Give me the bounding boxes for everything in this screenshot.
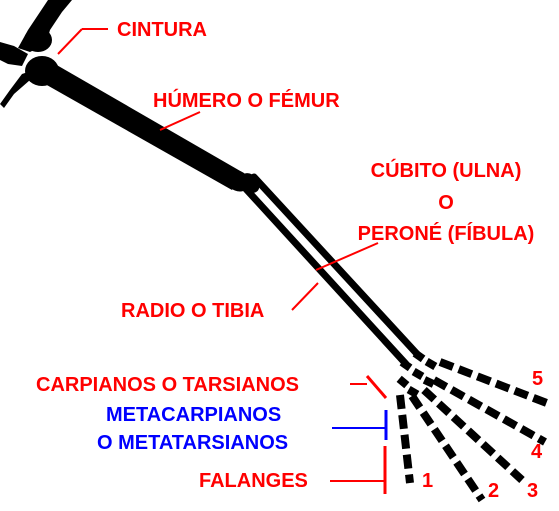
label-cintura: CINTURA	[117, 19, 207, 41]
digit-3-bones	[421, 387, 525, 483]
radius-bone	[242, 185, 410, 368]
label-metacarpianos-1: METACARPIANOS	[106, 404, 281, 426]
label-metacarpianos-2: O METATARSIANOS	[97, 432, 288, 454]
girdle-left-bone	[0, 42, 28, 66]
digit-2-bones	[408, 393, 486, 503]
digit-4-bones	[432, 376, 547, 446]
digit-bones	[396, 358, 554, 503]
digit-1-bones	[396, 394, 414, 484]
girdle-upper-knob	[24, 28, 52, 52]
cintura-leader-diag	[57, 28, 83, 55]
digit-number-5: 5	[532, 368, 543, 390]
cubito-leader	[315, 242, 379, 271]
radio-leader	[291, 282, 319, 311]
digit-number-4: 4	[531, 441, 543, 463]
label-cubito-2: O	[438, 192, 454, 214]
label-carpianos: CARPIANOS O TARSIANOS	[36, 374, 299, 396]
blue-leader-lines	[332, 410, 388, 440]
label-cubito-3: PERONÉ (FÍBULA)	[358, 222, 535, 245]
leader-lines	[57, 28, 388, 494]
carpal-bones	[396, 349, 438, 398]
label-radio: RADIO O TIBIA	[121, 300, 264, 322]
label-falanges: FALANGES	[199, 470, 308, 492]
label-cubito-1: CÚBITO (ULNA)	[371, 158, 522, 182]
carpianos-tick	[365, 375, 388, 399]
label-humero: HÚMERO O FÉMUR	[153, 88, 340, 112]
ulna-bone	[250, 173, 422, 359]
digit-numbers: 1 2 3 4 5	[422, 368, 543, 502]
digit-number-3: 3	[527, 480, 538, 502]
digit-number-2: 2	[488, 480, 499, 502]
humerus-bone	[38, 60, 250, 192]
forearm-bones	[242, 173, 422, 368]
digit-number-1: 1	[422, 470, 433, 492]
girdle-bones	[0, 0, 72, 108]
humero-leader	[159, 111, 201, 131]
labels: CINTURA HÚMERO O FÉMUR CÚBITO (ULNA) O P…	[36, 19, 534, 492]
elbow-joint	[240, 173, 260, 193]
girdle-lower-bone	[0, 70, 34, 108]
